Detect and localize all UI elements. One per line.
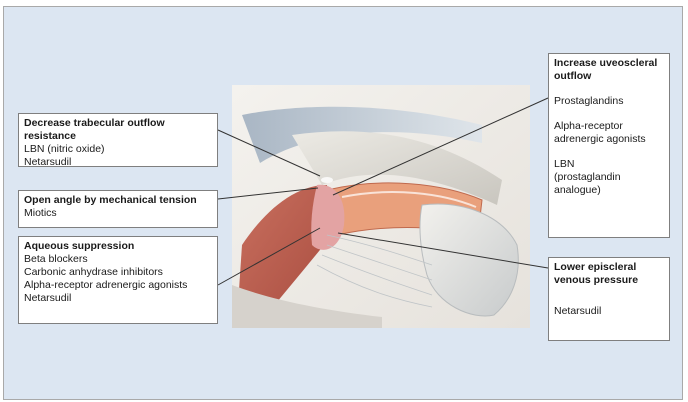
eye-angle-illustration — [232, 85, 530, 328]
schlemm-canal-highlight — [321, 177, 333, 183]
callout-item: Netarsudil — [24, 292, 212, 305]
callout-item: Alpha-receptor — [554, 120, 664, 133]
callout-item: Miotics — [24, 207, 212, 220]
callout-title: Lower episcleral — [554, 261, 664, 274]
callout-item: LBN (nitric oxide) — [24, 143, 212, 156]
callout-item: adrenergic agonists — [554, 133, 664, 146]
callout-item: Beta blockers — [24, 253, 212, 266]
callout-item: Prostaglandins — [554, 95, 664, 108]
callout-uveoscleral-outflow: Increase uveoscleral outflow Prostagland… — [548, 53, 670, 238]
callout-item: Alpha-receptor adrenergic agonists — [24, 279, 212, 292]
callout-title: Open angle by mechanical tension — [24, 194, 197, 206]
callout-title: Aqueous suppression — [24, 240, 134, 252]
callout-item: LBN — [554, 158, 664, 171]
callout-title: venous pressure — [554, 274, 664, 287]
callout-title: Decrease trabecular outflow resistance — [24, 117, 165, 142]
callout-item: Netarsudil — [24, 156, 212, 169]
callout-title: outflow — [554, 70, 664, 83]
callout-item: Carbonic anhydrase inhibitors — [24, 266, 212, 279]
callout-item: (prostaglandin — [554, 171, 664, 184]
callout-trabecular-outflow: Decrease trabecular outflow resistance L… — [18, 113, 218, 167]
callout-episcleral-pressure: Lower episcleral venous pressure Netarsu… — [548, 257, 670, 341]
callout-title: Increase uveoscleral — [554, 57, 664, 70]
callout-aqueous-suppression: Aqueous suppression Beta blockers Carbon… — [18, 236, 218, 324]
callout-item: analogue) — [554, 184, 664, 197]
callout-open-angle: Open angle by mechanical tension Miotics — [18, 190, 218, 228]
callout-item: Netarsudil — [554, 305, 664, 318]
